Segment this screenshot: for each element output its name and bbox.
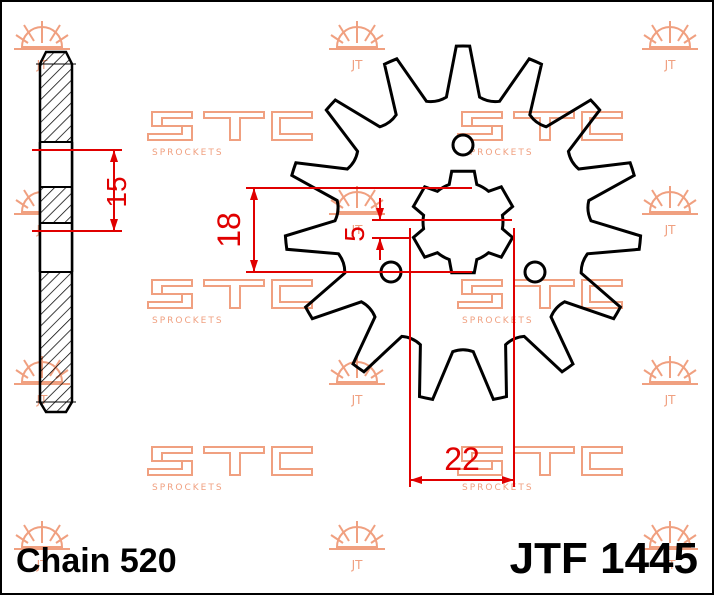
dim-spline-width: 5 (339, 226, 370, 242)
dimension-lines (32, 149, 515, 487)
sprocket-outline (283, 44, 643, 402)
part-number-label: JTF 1445 (509, 534, 698, 583)
svg-text:SPROCKETS: SPROCKETS (152, 483, 224, 493)
bolt-hole (451, 133, 475, 157)
spline-bore (411, 169, 515, 275)
svg-text:SPROCKETS: SPROCKETS (462, 483, 534, 493)
svg-text:SPROCKETS: SPROCKETS (462, 148, 534, 158)
chain-size-label: Chain 520 (16, 542, 177, 580)
dim-bore-diameter: 22 (444, 441, 480, 477)
dimension-arrowheads (110, 150, 514, 484)
dim-bore-depth: 18 (211, 212, 247, 248)
svg-text:SPROCKETS: SPROCKETS (462, 316, 534, 326)
watermark-tagline: SPROCKETS SPROCKETS SPROCKETS SPROCKETS … (152, 148, 534, 493)
svg-text:SPROCKETS: SPROCKETS (152, 148, 224, 158)
bolt-hole (523, 260, 547, 284)
dim-side-thickness: 15 (101, 176, 132, 207)
svg-text:SPROCKETS: SPROCKETS (152, 316, 224, 326)
